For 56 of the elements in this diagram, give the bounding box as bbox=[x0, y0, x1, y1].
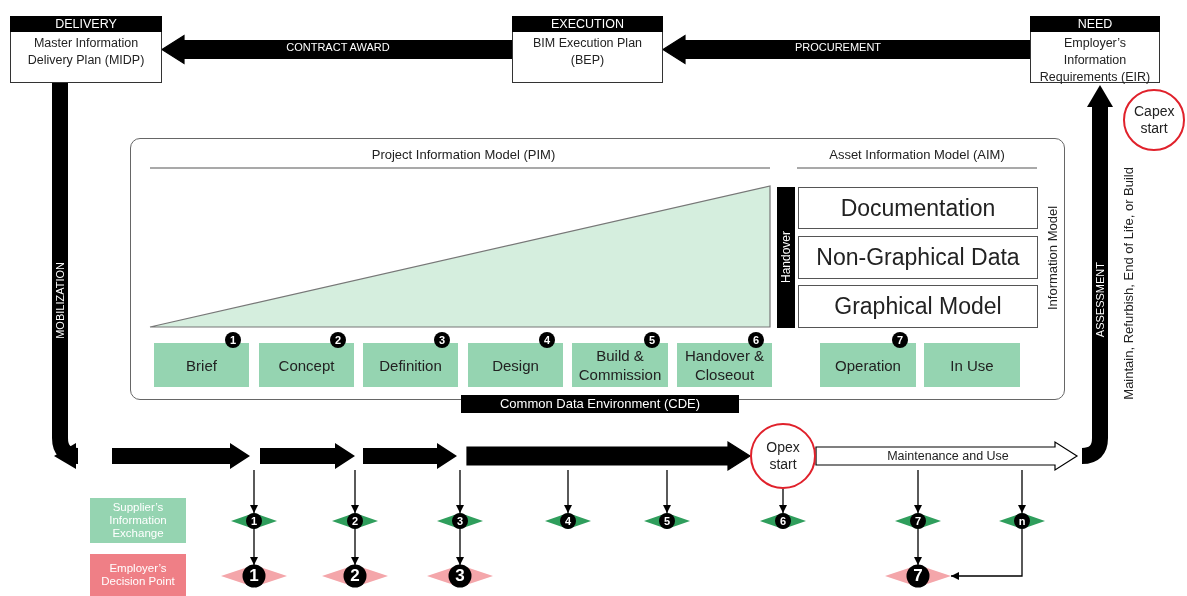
arrow bbox=[1018, 469, 1026, 514]
arrow bbox=[351, 528, 359, 566]
arrow bbox=[250, 528, 258, 566]
exchange-diamond: 7 bbox=[895, 513, 941, 529]
box-text: Master Information Delivery Plan (MIDP) bbox=[26, 35, 146, 69]
model-layer-box: Non-Graphical Data bbox=[798, 236, 1038, 279]
decision-diamond: 3 bbox=[427, 565, 493, 587]
box-text: BIM Execution Plan (BEP) bbox=[531, 35, 644, 69]
arrow bbox=[564, 469, 572, 514]
vertical-label: Information Model bbox=[1045, 204, 1060, 312]
step-number-badge: 7 bbox=[892, 332, 908, 348]
arrow bbox=[250, 469, 258, 514]
step-number-badge: 4 bbox=[539, 332, 555, 348]
arrow bbox=[456, 528, 464, 566]
box-heading: DELIVERY bbox=[10, 16, 162, 32]
requirement-box bbox=[512, 16, 663, 83]
box-text: Employer’s Information Requirements (EIR) bbox=[1038, 35, 1152, 86]
step-number-badge: 3 bbox=[434, 332, 450, 348]
step-number-badge: 1 bbox=[225, 332, 241, 348]
section-heading: Asset Information Model (AIM) bbox=[828, 147, 1006, 162]
section-heading: Project Information Model (PIM) bbox=[370, 147, 557, 162]
box-heading: NEED bbox=[1030, 16, 1160, 32]
step-number-badge: 2 bbox=[330, 332, 346, 348]
legend-swatch: Supplier’s Information Exchange bbox=[90, 498, 186, 543]
handover-bar: Handover bbox=[777, 187, 795, 328]
process-arrow bbox=[466, 440, 752, 472]
exchange-diamond: 4 bbox=[545, 513, 591, 529]
box-heading: EXECUTION bbox=[512, 16, 663, 32]
milestone-circle: Opex start bbox=[750, 423, 816, 489]
requirement-box bbox=[1030, 16, 1160, 83]
step-number-badge: 5 bbox=[644, 332, 660, 348]
exchange-diamond: 6 bbox=[760, 513, 806, 529]
model-layer-box: Documentation bbox=[798, 187, 1038, 229]
legend-swatch: Employer’s Decision Point bbox=[90, 554, 186, 596]
exchange-diamond: 2 bbox=[332, 513, 378, 529]
decision-diamond: 2 bbox=[322, 565, 388, 587]
exchange-diamond: 1 bbox=[231, 513, 277, 529]
arrow bbox=[663, 469, 671, 514]
milestone-circle: Capex start bbox=[1123, 89, 1185, 151]
arrow bbox=[914, 469, 922, 514]
exchange-diamond: 5 bbox=[644, 513, 690, 529]
decision-diamond: 7 bbox=[885, 565, 951, 587]
model-layer-box: Graphical Model bbox=[798, 285, 1038, 328]
exchange-diamond: n bbox=[999, 513, 1045, 529]
arrow bbox=[456, 469, 464, 514]
platform-bar: Common Data Environment (CDE) bbox=[461, 395, 739, 413]
note-text: Maintain, Refurbish, End of Life, or Build bbox=[1120, 166, 1136, 400]
exchange-diamond: 3 bbox=[437, 513, 483, 529]
step-number-badge: 6 bbox=[748, 332, 764, 348]
decision-diamond: 1 bbox=[221, 565, 287, 587]
arrow bbox=[950, 528, 1023, 580]
requirement-box bbox=[10, 16, 162, 83]
arrow bbox=[779, 488, 787, 514]
arrow bbox=[914, 528, 922, 566]
arrow bbox=[351, 469, 359, 514]
stage-box: In Use bbox=[924, 343, 1020, 387]
